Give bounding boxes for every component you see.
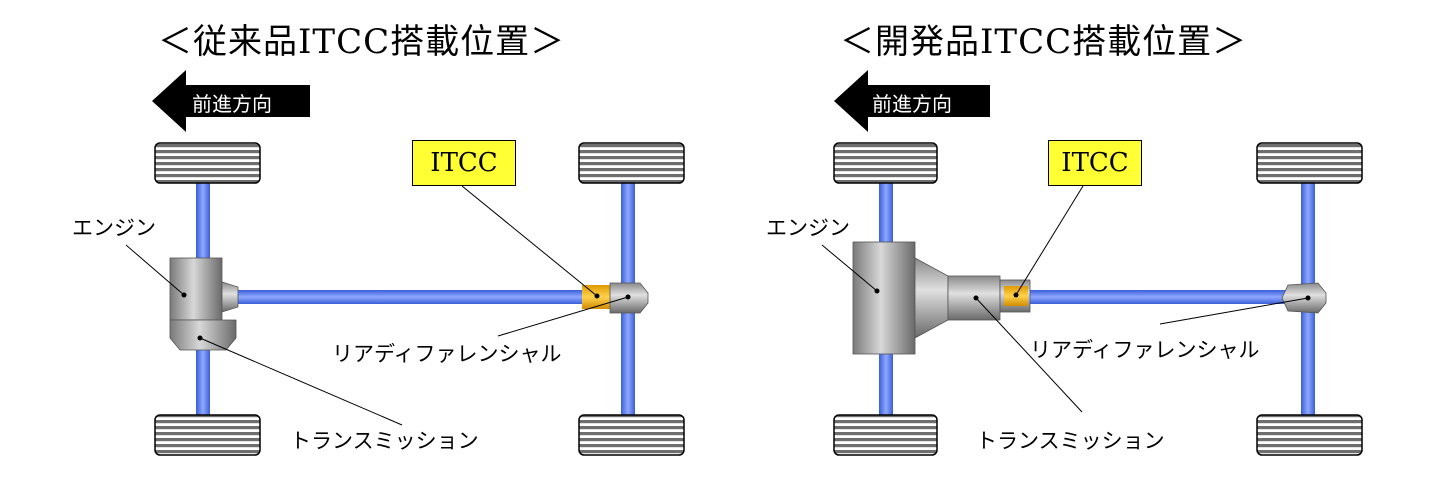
left-direction-label: 前進方向 xyxy=(192,92,272,116)
right-rear-left-tire-icon xyxy=(1256,142,1363,184)
right-transmission-label: トランスミッション xyxy=(976,429,1165,453)
right-engine-leader xyxy=(821,244,878,292)
left-front-right-tire-icon xyxy=(154,414,261,456)
right-engine-label: エンジン xyxy=(766,216,850,240)
right-direction-arrow-icon xyxy=(834,70,990,132)
right-itcc-label: ITCC xyxy=(1048,140,1142,186)
right-rear-right-tire-icon xyxy=(1256,414,1363,456)
right-title: ＜開発品ITCC搭載位置＞ xyxy=(840,22,1248,62)
right-transmission-leader xyxy=(975,297,1083,413)
right-direction-label: 前進方向 xyxy=(872,92,952,116)
left-engine-label: エンジン xyxy=(72,216,156,240)
left-direction-arrow-icon xyxy=(152,70,310,132)
left-itcc-leader xyxy=(461,185,598,297)
right-engine-block xyxy=(852,241,916,355)
left-itcc-label: ITCC xyxy=(412,140,516,186)
left-engine-block xyxy=(169,257,239,321)
right-rear-diff-label: リアディファレンシャル xyxy=(1030,338,1260,362)
left-transmission-leader xyxy=(199,337,403,426)
left-rear-diff-label: リアディファレンシャル xyxy=(332,342,562,366)
left-engine-leader xyxy=(125,244,185,296)
left-title: ＜従来品ITCC搭載位置＞ xyxy=(158,22,566,62)
left-diagram xyxy=(125,70,685,456)
left-rear-right-tire-icon xyxy=(578,414,685,456)
right-bell-housing xyxy=(914,257,949,339)
right-front-right-tire-icon xyxy=(833,414,938,456)
left-propeller-shaft xyxy=(236,290,586,304)
right-diff-leader xyxy=(1159,297,1309,325)
left-transmission-label: トランスミッション xyxy=(290,429,479,453)
right-diagram xyxy=(821,70,1363,456)
right-itcc-leader xyxy=(1015,185,1084,296)
left-rear-left-tire-icon xyxy=(578,142,685,184)
right-front-left-tire-icon xyxy=(833,142,938,184)
left-transmission-block xyxy=(169,319,237,351)
right-rear-differential xyxy=(1281,282,1327,314)
left-diff-leader xyxy=(497,296,629,337)
right-propeller-shaft xyxy=(1030,290,1290,304)
left-front-left-tire-icon xyxy=(154,142,261,184)
